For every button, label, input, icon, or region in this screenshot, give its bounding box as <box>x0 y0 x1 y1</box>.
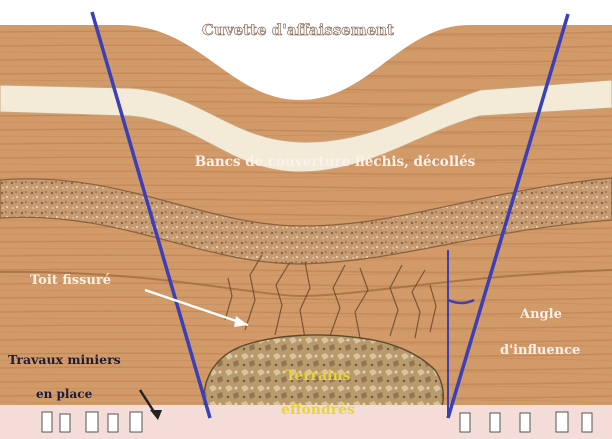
angle-label-line1: Angle <box>519 307 562 322</box>
terrains-label-line2: effondrés <box>281 402 355 418</box>
toit-label: Toit fissuré <box>30 273 111 288</box>
angle-label-line2: d'influence <box>500 343 580 358</box>
title-label: Cuvette d'affaissement <box>202 21 394 39</box>
travaux-label-line1: Travaux miniers <box>8 352 121 367</box>
bancs-label: Bancs de couverture fléchis, décollés <box>195 154 476 170</box>
travaux-label-line2: en place <box>36 387 93 401</box>
terrains-label-line1: Terrains <box>286 368 351 384</box>
